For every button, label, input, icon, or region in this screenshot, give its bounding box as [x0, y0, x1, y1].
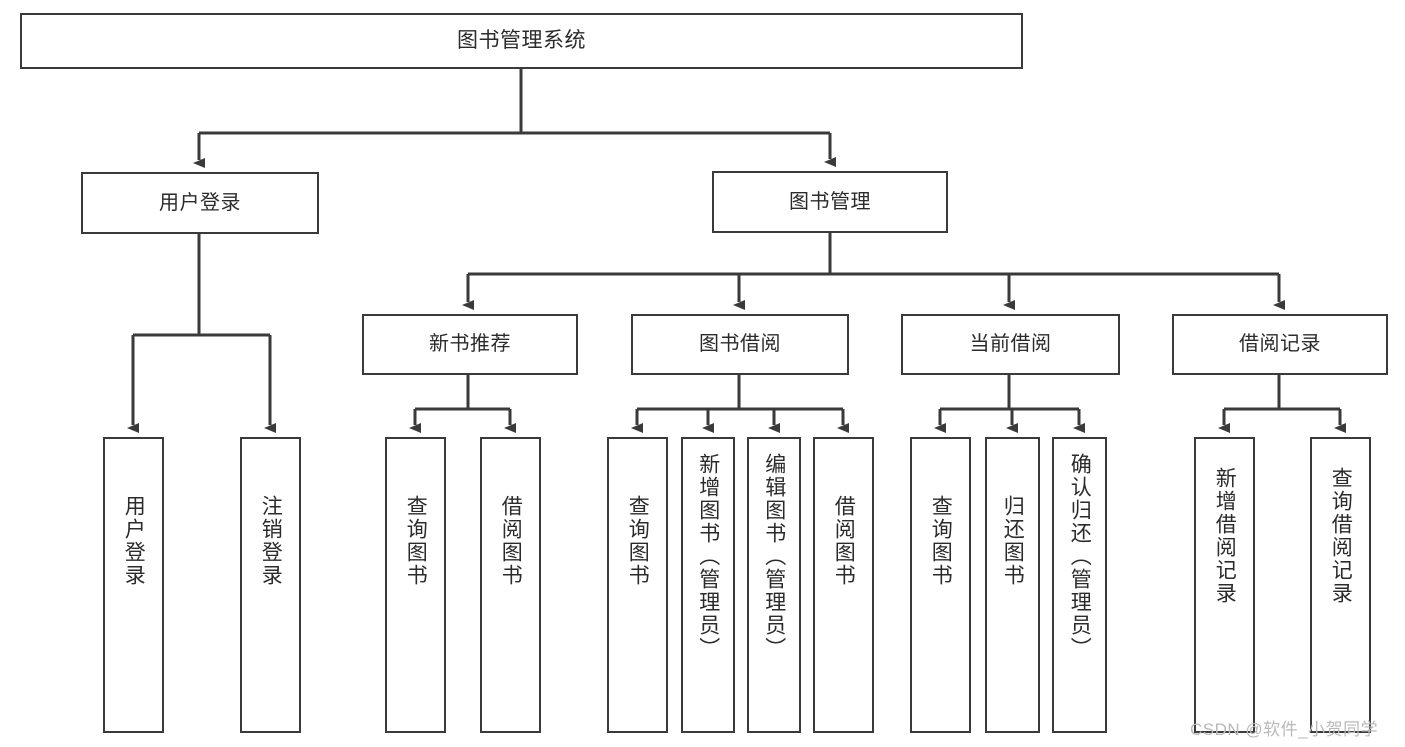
node-leaf-edit-book[interactable]: 编辑图书（管理员） — [747, 437, 801, 733]
node-new-book-recommend[interactable]: 新书推荐 — [362, 314, 578, 375]
node-book-management[interactable]: 图书管理 — [712, 171, 948, 233]
node-leaf-add-book[interactable]: 新增图书（管理员） — [681, 437, 735, 733]
node-leaf-add-book-label: 新增图书（管理员） — [696, 453, 720, 660]
node-leaf-return-book-label: 归还图书 — [1001, 495, 1025, 587]
node-leaf-query-book-recommend-label: 查询图书 — [404, 495, 428, 587]
node-leaf-logout-label: 注销登录 — [259, 495, 283, 587]
node-leaf-borrow-book[interactable]: 借阅图书 — [813, 437, 874, 733]
node-leaf-query-book-borrow-label: 查询图书 — [626, 495, 650, 587]
node-borrow-records-label: 借阅记录 — [1239, 333, 1321, 355]
node-new-book-recommend-label: 新书推荐 — [429, 333, 511, 355]
node-user-login[interactable]: 用户登录 — [81, 172, 319, 234]
node-leaf-confirm-return-label: 确认归还（管理员） — [1068, 453, 1092, 660]
node-leaf-add-borrow-record[interactable]: 新增借阅记录 — [1194, 437, 1255, 733]
node-root-label: 图书管理系统 — [457, 28, 586, 52]
node-leaf-edit-book-label: 编辑图书（管理员） — [762, 453, 786, 660]
node-leaf-borrow-book-recommend[interactable]: 借阅图书 — [480, 437, 541, 733]
node-leaf-logout[interactable]: 注销登录 — [240, 437, 301, 733]
node-root[interactable]: 图书管理系统 — [20, 13, 1023, 69]
node-leaf-confirm-return[interactable]: 确认归还（管理员） — [1052, 437, 1107, 733]
node-leaf-query-book-current-label: 查询图书 — [929, 495, 953, 587]
node-leaf-user-login-label: 用户登录 — [122, 495, 146, 587]
node-leaf-return-book[interactable]: 归还图书 — [985, 437, 1040, 733]
node-current-borrow[interactable]: 当前借阅 — [901, 314, 1120, 375]
node-book-borrow[interactable]: 图书借阅 — [631, 314, 849, 375]
csdn-watermark: CSDN @软件_小贺同学 — [1190, 720, 1379, 739]
node-leaf-query-borrow-record-label: 查询借阅记录 — [1329, 467, 1353, 605]
node-current-borrow-label: 当前借阅 — [969, 333, 1052, 355]
node-book-borrow-label: 图书借阅 — [699, 333, 781, 355]
node-leaf-query-book-current[interactable]: 查询图书 — [910, 437, 971, 733]
node-leaf-query-book-borrow[interactable]: 查询图书 — [607, 437, 668, 733]
node-user-login-label: 用户登录 — [159, 191, 241, 214]
node-book-management-label: 图书管理 — [789, 190, 871, 213]
node-leaf-borrow-book-label: 借阅图书 — [832, 495, 856, 587]
node-leaf-user-login[interactable]: 用户登录 — [103, 437, 164, 733]
node-leaf-add-borrow-record-label: 新增借阅记录 — [1213, 467, 1237, 605]
node-leaf-query-borrow-record[interactable]: 查询借阅记录 — [1310, 437, 1371, 733]
node-leaf-query-book-recommend[interactable]: 查询图书 — [385, 437, 446, 733]
node-borrow-records[interactable]: 借阅记录 — [1172, 314, 1388, 375]
node-leaf-borrow-book-recommend-label: 借阅图书 — [499, 495, 523, 587]
